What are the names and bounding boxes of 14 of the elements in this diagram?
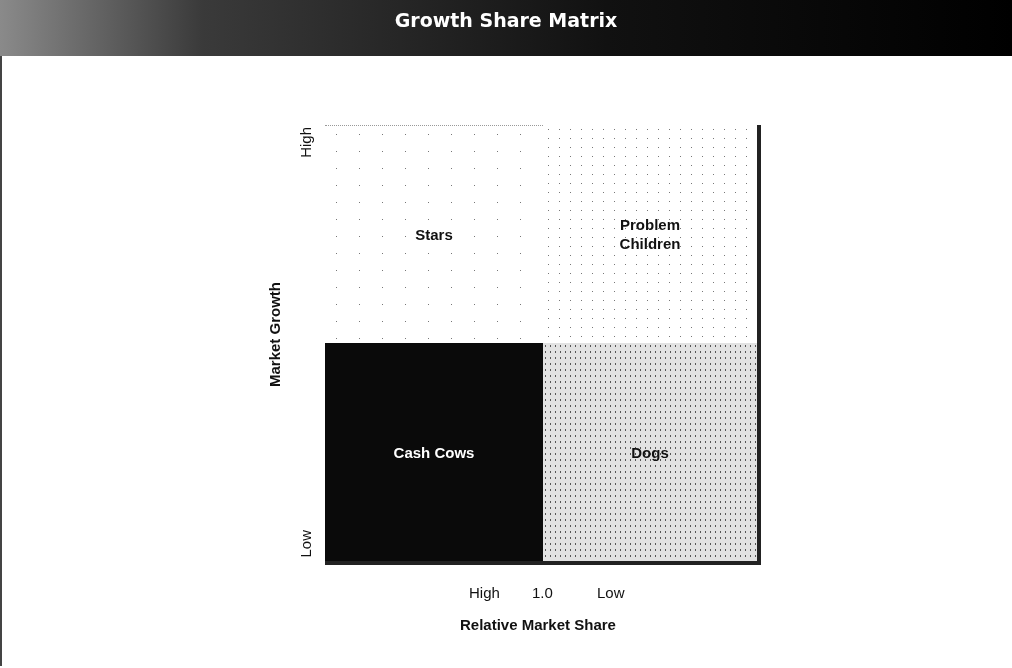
title: Growth Share Matrix (393, 8, 619, 33)
axis-title: Relative Market Share (460, 616, 616, 633)
axis-tick-label: Low (297, 530, 314, 558)
axis-tick-label: 1.0 (532, 584, 553, 601)
axis-title: Market Growth (266, 282, 283, 387)
axis-tick-label: High (297, 127, 314, 158)
quadrant-label: Stars (415, 225, 453, 244)
quadrant-label: Problem Children (618, 215, 682, 253)
axis-tick-label: High (469, 584, 500, 601)
dogs-quadrant (543, 343, 761, 565)
axis-tick-label: Low (597, 584, 625, 601)
quadrant-label: Dogs (631, 442, 669, 462)
quadrant-label: Cash Cows (393, 442, 475, 462)
cash-cows-quadrant (325, 343, 543, 565)
